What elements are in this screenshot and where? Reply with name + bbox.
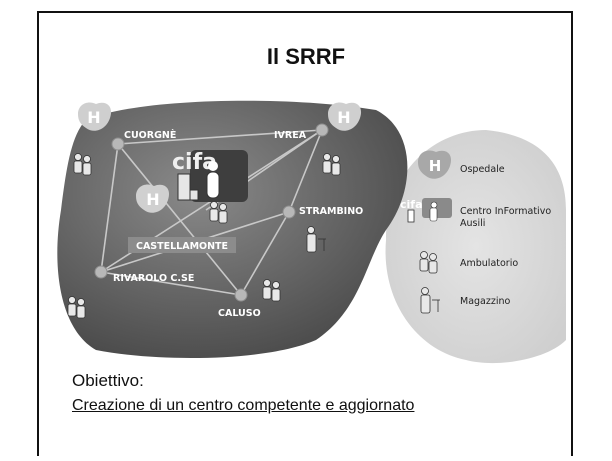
legend-magazzino: Magazzino [460, 296, 511, 307]
place-rivarolo: RIVAROLO C.SE [113, 273, 194, 284]
objective-text: Creazione di un centro competente e aggi… [72, 397, 415, 414]
network-diagram: H H H cifa CASTELLAMONTE CUORGNÈ IVREA S… [57, 100, 566, 364]
magazzino-icon [306, 226, 326, 253]
node-rivarolo [94, 265, 108, 279]
hospital-icon-cuorgne: H [78, 102, 112, 131]
place-caluso: CALUSO [218, 308, 261, 319]
node-caluso [234, 288, 248, 302]
node-ivrea [315, 123, 329, 137]
hospital-icon-castellamonte: H [136, 184, 170, 213]
legend-ospedale: Ospedale [460, 164, 505, 175]
hospital-symbol: H [429, 157, 442, 175]
legend: H Ospedale cifa Centro InFormativo Ausil… [400, 150, 551, 314]
place-cuorgne: CUORGNÈ [124, 129, 176, 141]
cifa-hub-logo: cifa [172, 150, 248, 202]
ambulatorio-icon [67, 296, 86, 319]
objective-label: Obiettivo: [72, 371, 144, 390]
hospital-symbol: H [337, 108, 350, 127]
legend-cifa-line2: Ausili [460, 218, 485, 229]
network-nodes [94, 123, 329, 302]
hospital-symbol: H [87, 108, 100, 127]
ambulatorio-icon [322, 153, 341, 176]
legend-ambulatorio: Ambulatorio [460, 258, 518, 269]
legend-hospital-icon: H [418, 150, 452, 179]
legend-ambulatorio-icon [419, 251, 438, 274]
ambulatorio-icon [209, 201, 228, 224]
castellamonte-label-box [128, 237, 236, 253]
hospital-icon-ivrea: H [328, 102, 362, 131]
place-ivrea: IVREA [274, 130, 307, 141]
legend-cifa-icon: cifa [400, 198, 452, 223]
node-strambino [282, 205, 296, 219]
slide-title: Il SRRF [266, 44, 346, 69]
legend-cifa-logo-text: cifa [400, 198, 423, 211]
ambulatorio-icon [73, 153, 92, 176]
place-strambino: STRAMBINO [299, 206, 363, 217]
legend-region [385, 130, 566, 364]
hub-name: CASTELLAMONTE [136, 241, 228, 252]
hospital-symbol: H [146, 190, 159, 209]
legend-cifa-line1: Centro InFormativo [460, 206, 551, 217]
ambulatorio-icon [262, 279, 281, 302]
node-cuorgne [111, 137, 125, 151]
legend-magazzino-icon [420, 287, 440, 314]
